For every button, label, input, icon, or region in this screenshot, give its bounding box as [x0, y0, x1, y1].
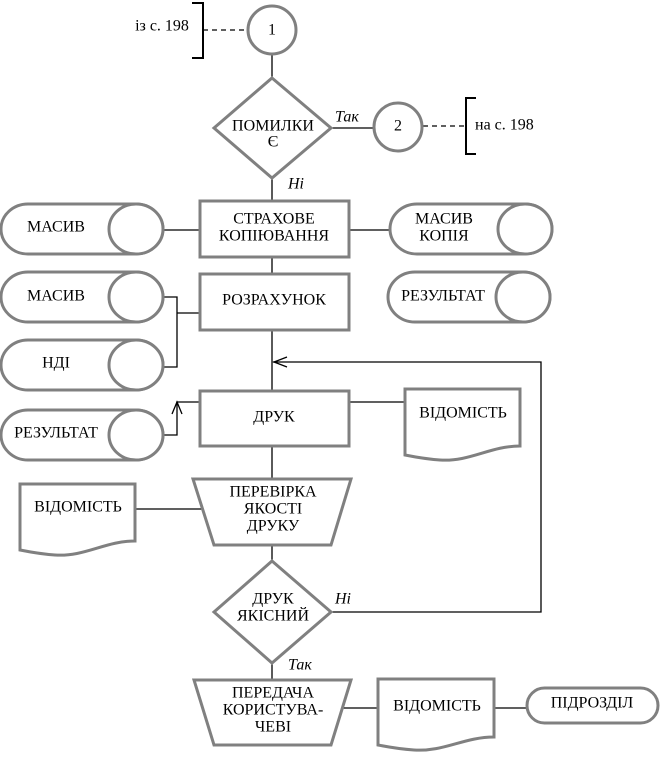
manual-handover-line-2: КОРИСТУВА- [223, 702, 324, 719]
storage-end [496, 202, 554, 256]
connection-lines [136, 29, 542, 709]
storage-end [107, 338, 165, 392]
storage-array-copy: МАСИВ КОПІЯ [388, 202, 554, 256]
document-print-label: ВІДОМІСТЬ [419, 405, 507, 422]
reference-bracket-exit [465, 97, 476, 155]
decision-diamond-quality [211, 559, 334, 665]
decision-errors-line-1: ПОМИЛКИ [232, 118, 314, 135]
connector-circle-2 [372, 101, 424, 153]
decision-quality: ДРУК ЯКІСНИЙ Ні Так [211, 559, 351, 674]
document-handover: ВІДОМІСТЬ [376, 677, 496, 752]
document-print: ВІДОМІСТЬ [403, 387, 522, 462]
decision-quality-line-2: ЯКІСНИЙ [237, 606, 309, 625]
connector-top: із с. 198 1 [135, 2, 298, 59]
reference-text-exit: на с. 198 [475, 117, 534, 134]
connector-number-2: 2 [394, 118, 402, 135]
process-backup: СТРАХОВЕ КОПІЮВАННЯ [198, 199, 351, 259]
flow-line-quality-no-loop [273, 361, 542, 613]
decision-errors: ПОМИЛКИ Є Так Ні [211, 76, 359, 193]
storage-ndi-label: НДІ [42, 355, 70, 372]
label-errors-no: Ні [287, 176, 304, 193]
storage-array-calc-label: МАСИВ [27, 288, 85, 305]
connector-number-1: 1 [268, 22, 276, 39]
decision-quality-line-1: ДРУК [252, 591, 294, 608]
process-calculation: РОЗРАХУНОК [198, 272, 351, 332]
arrow-up-icon [171, 400, 183, 415]
reference-text-top: із с. 198 [135, 18, 189, 35]
connector-circle-1 [246, 4, 298, 56]
storage-result-out-label: РЕЗУЛЬТАТ [401, 288, 485, 305]
storage-array-copy-line-1: МАСИВ [415, 211, 473, 228]
label-quality-no: Ні [334, 591, 351, 608]
storage-result-out: РЕЗУЛЬТАТ [386, 270, 552, 324]
label-quality-yes: Так [288, 657, 312, 674]
storage-ndi: НДІ [0, 338, 165, 392]
link-array-ndi-bracket [164, 296, 178, 368]
document-shape [403, 387, 522, 462]
process-box-backup [198, 199, 351, 259]
manual-handover-line-1: ПЕРЕДАЧА [232, 685, 314, 702]
process-box-calculation [198, 272, 351, 332]
storage-array-copy-line-2: КОПІЯ [419, 228, 469, 245]
terminal-unit: ПІДРОЗДІЛ [525, 686, 660, 725]
document-shape [18, 482, 137, 557]
document-check-label: ВІДОМІСТЬ [34, 499, 122, 516]
terminal-label: ПІДРОЗДІЛ [551, 695, 634, 712]
manual-shape-quality-check [190, 477, 354, 547]
manual-handover: ПЕРЕДАЧА КОРИСТУВА- ЧЕВІ [191, 678, 354, 747]
arrow-left-icon [272, 356, 288, 368]
storage-array-in-label: МАСИВ [27, 219, 85, 236]
process-backup-line-2: КОПІЮВАННЯ [219, 228, 329, 245]
process-box-print [198, 389, 351, 448]
process-backup-line-1: СТРАХОВЕ [233, 211, 315, 228]
process-print: ДРУК [198, 389, 351, 448]
document-shape [376, 677, 496, 752]
manual-handover-line-3: ЧЕВІ [255, 719, 291, 736]
storage-array-in: МАСИВ [0, 202, 165, 256]
storage-end [494, 270, 552, 324]
document-check: ВІДОМІСТЬ [18, 482, 137, 557]
reference-bracket-top [192, 2, 204, 59]
label-errors-yes: Так [335, 109, 359, 126]
manual-quality-check-line-3: ДРУКУ [247, 518, 300, 535]
manual-quality-check-line-1: ПЕРЕВІРКА [229, 484, 317, 501]
manual-quality-check-line-2: ЯКОСТІ [244, 501, 302, 518]
manual-quality-check: ПЕРЕВІРКА ЯКОСТІ ДРУКУ [190, 477, 354, 547]
terminal-shape [525, 686, 660, 725]
storage-array-calc: МАСИВ [0, 270, 165, 324]
decision-diamond-errors [211, 76, 334, 180]
decision-errors-line-2: Є [268, 134, 279, 151]
process-calculation-label: РОЗРАХУНОК [222, 292, 326, 309]
connector-exit: 2 на с. 198 [372, 97, 534, 155]
process-print-label: ДРУК [253, 409, 295, 426]
storage-result-in: РЕЗУЛЬТАТ [0, 408, 165, 462]
storage-end [107, 270, 165, 324]
document-handover-label: ВІДОМІСТЬ [393, 698, 481, 715]
storage-end [107, 202, 165, 256]
storage-end [107, 408, 165, 462]
manual-shape-handover [191, 678, 354, 747]
link-result-to-print [164, 401, 200, 436]
storage-result-in-label: РЕЗУЛЬТАТ [14, 425, 98, 442]
